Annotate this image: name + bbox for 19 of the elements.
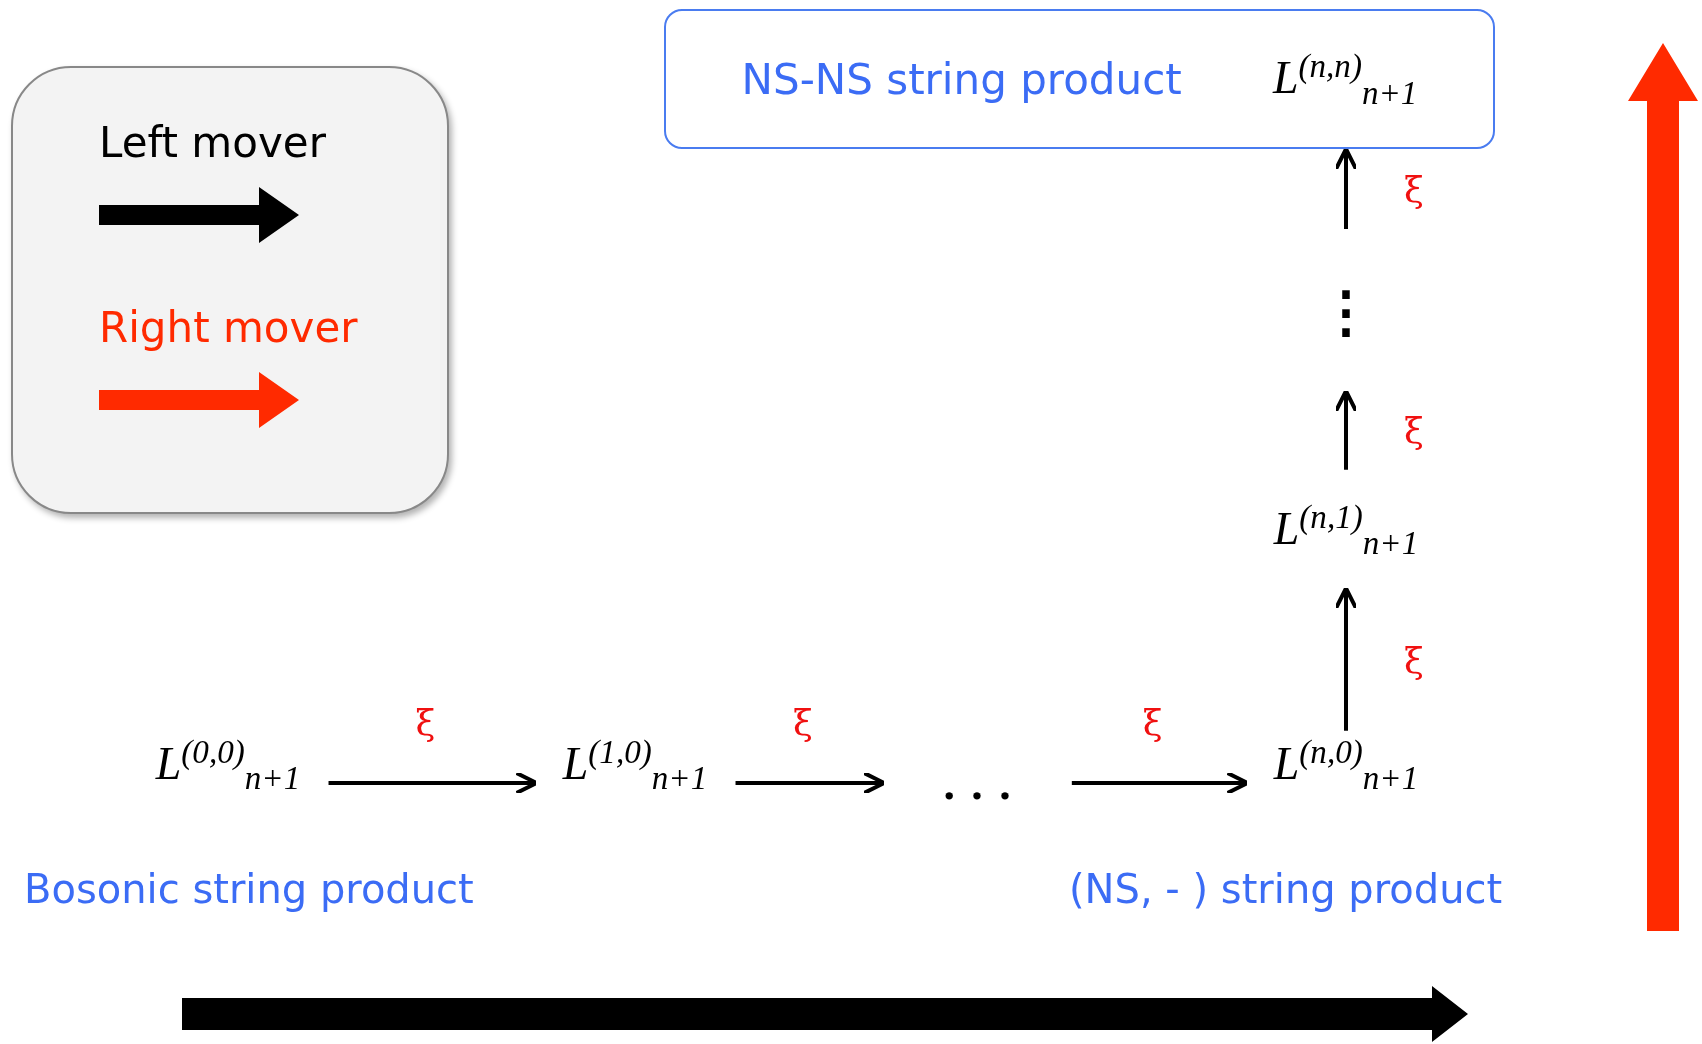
edge-label: ξ bbox=[415, 705, 436, 741]
arrow bbox=[1071, 771, 1250, 795]
edge-label: ξ bbox=[1404, 172, 1424, 208]
vertical-ellipsis: ⋮ bbox=[1318, 283, 1374, 339]
ellipsis: . . . bbox=[942, 765, 1012, 805]
arrow bbox=[328, 771, 539, 795]
node-label: Bosonic string product bbox=[24, 866, 474, 912]
edge-label: ξ bbox=[1404, 413, 1424, 450]
arrow bbox=[1334, 147, 1358, 229]
node-label: (NS, - ) string product bbox=[1069, 866, 1503, 912]
legend-label: Left mover bbox=[99, 118, 326, 167]
edge-label: ξ bbox=[792, 705, 813, 741]
arrow bbox=[1334, 389, 1358, 470]
legend-label: Right mover bbox=[99, 303, 358, 352]
edge-label: ξ bbox=[1142, 705, 1163, 741]
box-heading: NS-NS string product bbox=[741, 54, 1182, 104]
arrow bbox=[1334, 586, 1358, 731]
rounded-box bbox=[664, 9, 1495, 149]
arrow bbox=[735, 771, 887, 795]
